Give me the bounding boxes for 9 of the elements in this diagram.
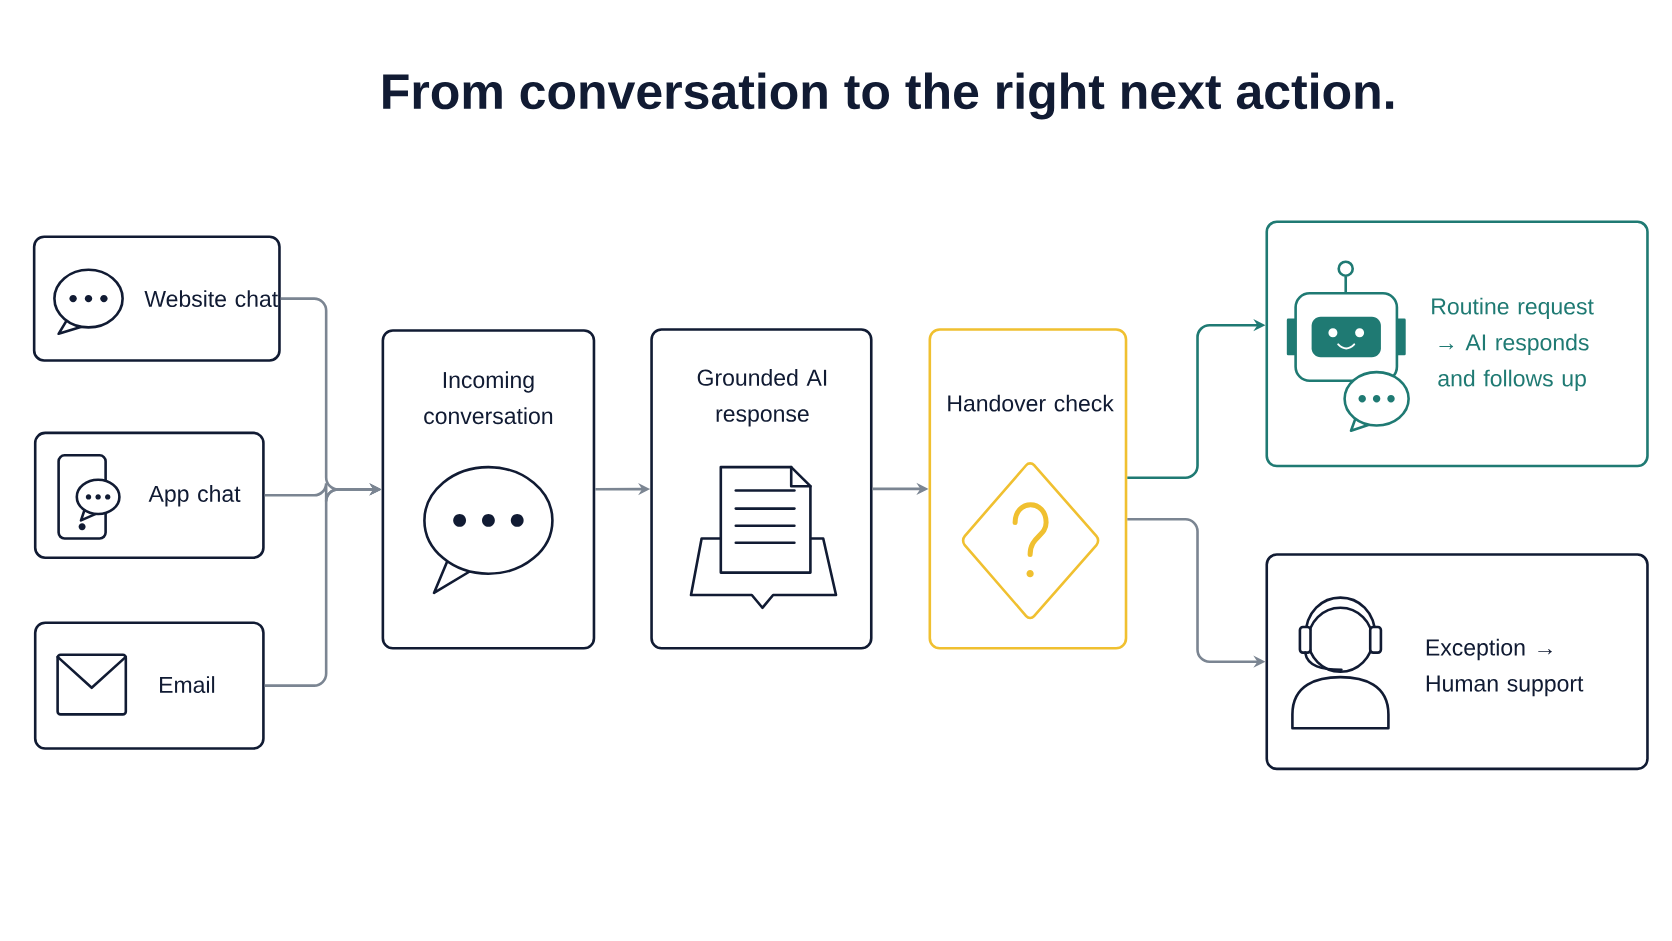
process-box: Grounded AI response: [650, 328, 873, 650]
decision-box: Handover check: [928, 328, 1128, 650]
title: From conversation to the right next action.: [383, 72, 1394, 120]
source-box: Website chat: [32, 235, 281, 362]
source-box: Email: [33, 621, 265, 750]
outcome-box: Routine request → AI responds and follows up: [1265, 220, 1649, 468]
process-box: Incoming conversation: [381, 329, 596, 650]
outcome-box: Exception → Human support: [1265, 553, 1649, 771]
source-box: App chat: [33, 431, 265, 559]
